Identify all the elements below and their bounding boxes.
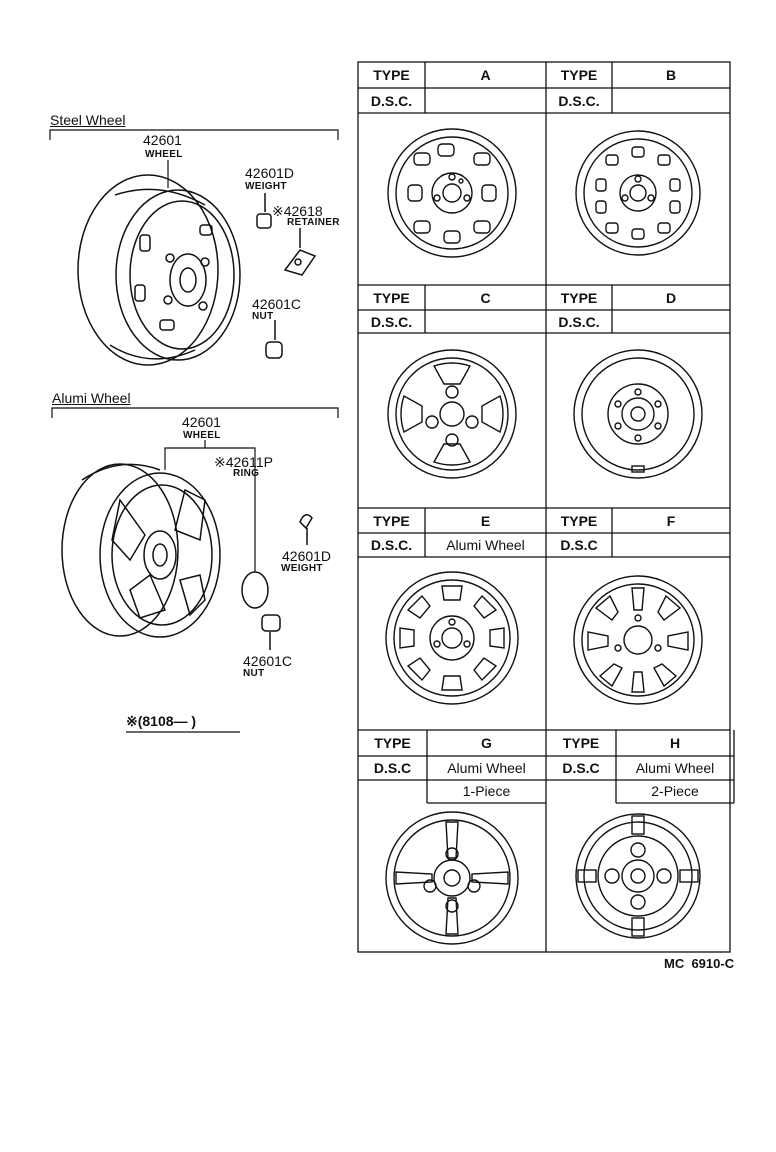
type-id-e: E <box>480 513 491 529</box>
type-id-a: A <box>480 67 491 83</box>
alumi-wheel-title: Alumi Wheel <box>52 390 131 406</box>
type-label-h: TYPE <box>562 735 600 751</box>
type-id-b: B <box>665 67 677 83</box>
type-id-g: G <box>481 735 492 751</box>
type-label-f: TYPE <box>560 513 598 529</box>
type-id-h: H <box>669 735 681 751</box>
wheel-type-b-drawing <box>575 130 701 256</box>
steel-wheel-caption: WHEEL <box>145 149 183 160</box>
parts-illustration <box>49 129 339 733</box>
wheel-type-g-drawing <box>385 811 519 945</box>
alumi-nut-part <box>261 614 281 650</box>
alumi-wheel-bracket <box>51 407 339 572</box>
wheel-type-c-drawing <box>387 349 517 479</box>
ring-part <box>241 571 269 609</box>
dsc-label-h: D.S.C <box>562 760 600 776</box>
wheel-type-e-drawing <box>385 571 519 705</box>
dsc-value-e: Alumi Wheel <box>446 537 525 553</box>
type-label-a: TYPE <box>373 67 410 83</box>
steel-nut-number: 42601C <box>252 296 302 312</box>
steel-weight-caption: WEIGHT <box>245 181 287 192</box>
steel-wheel-number: 42601 <box>143 132 182 148</box>
table-grid <box>357 61 735 953</box>
type-label-c: TYPE <box>373 290 410 306</box>
dsc-label-d: D.S.C. <box>558 314 600 330</box>
piece-g: 1-Piece <box>462 783 511 799</box>
steel-wheel-drawing <box>77 174 241 366</box>
dsc-label-b: D.S.C. <box>558 93 600 109</box>
note-text: ※(8108— ) <box>126 713 197 729</box>
alumi-nut-caption: NUT <box>243 668 265 679</box>
dsc-value-h: Alumi Wheel <box>635 760 715 776</box>
type-id-f: F <box>666 513 676 529</box>
wheel-type-d-drawing <box>573 349 703 479</box>
retainer-part <box>283 228 317 276</box>
type-id-c: C <box>480 290 491 306</box>
type-label-e: TYPE <box>373 513 410 529</box>
diagram-code: MC 6910-C <box>664 956 735 971</box>
dsc-label-f: D.S.C <box>560 537 598 553</box>
dsc-value-g: Alumi Wheel <box>447 760 526 776</box>
ring-caption: RING <box>233 468 260 479</box>
wheel-type-h-drawing <box>575 813 701 939</box>
alumi-weight-part <box>299 514 313 545</box>
alumi-weight-number: 42601D <box>282 548 332 564</box>
steel-weight-part <box>256 193 272 229</box>
type-table <box>357 61 735 953</box>
dsc-label-g: D.S.C <box>373 760 412 776</box>
retainer-number: ※42618 <box>272 203 323 219</box>
steel-nut-part <box>265 320 283 359</box>
alumi-weight-caption: WEIGHT <box>281 563 323 574</box>
alumi-nut-number: 42601C <box>243 653 293 669</box>
alumi-wheel-caption: WHEEL <box>183 430 221 441</box>
steel-wheel-title: Steel Wheel <box>50 112 126 128</box>
dsc-label-a: D.S.C. <box>370 93 413 109</box>
wheel-type-f-drawing <box>573 575 703 705</box>
steel-wheel-bracket <box>49 129 339 188</box>
ring-number: ※42611P <box>214 454 273 470</box>
piece-h: 2-Piece <box>651 783 699 799</box>
alumi-wheel-drawing <box>61 463 221 638</box>
type-id-d: D <box>665 290 677 306</box>
wheel-type-a-drawing <box>387 128 517 258</box>
retainer-caption: RETAINER <box>287 217 340 228</box>
steel-weight-number: 42601D <box>245 165 295 181</box>
alumi-wheel-number: 42601 <box>182 414 221 430</box>
dsc-label-c: D.S.C. <box>370 314 413 330</box>
steel-nut-caption: NUT <box>252 311 274 322</box>
dsc-label-e: D.S.C. <box>370 537 413 553</box>
type-label-g: TYPE <box>374 735 411 751</box>
type-label-d: TYPE <box>560 290 598 306</box>
type-label-b: TYPE <box>560 67 598 83</box>
